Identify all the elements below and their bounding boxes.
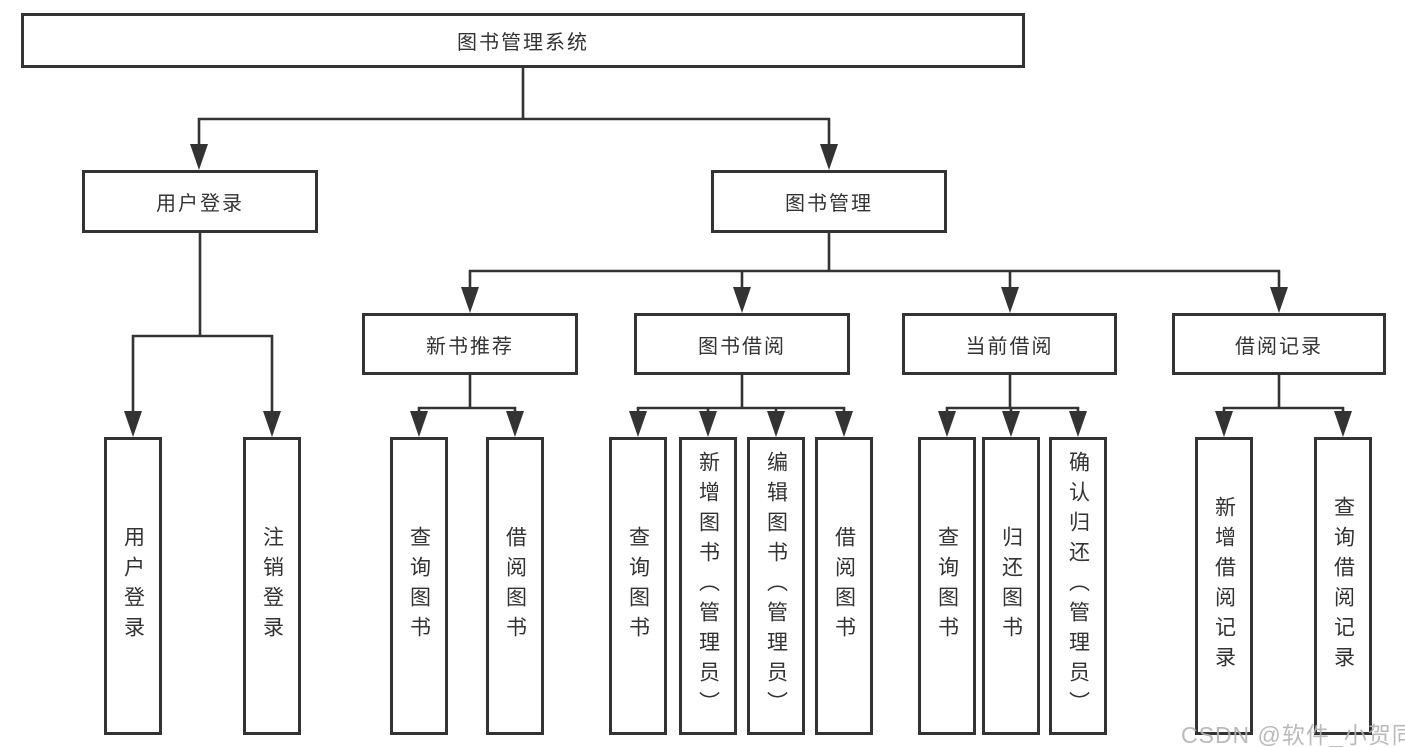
leaf-add-borrow-record-label: 新增借阅记录: [1212, 496, 1236, 676]
arrow-icon: [410, 411, 428, 437]
arrow-icon: [506, 411, 524, 437]
leaf-logout-label: 注销登录: [260, 526, 284, 646]
leaf-confirm-return-admin: 确认归还（管理员）: [1049, 437, 1107, 735]
arrowheads: [124, 144, 1352, 437]
arrow-icon: [835, 411, 853, 437]
leaf-edit-books-admin-label: 编辑图书（管理员）: [764, 451, 788, 721]
leaf-confirm-return-admin-label: 确认归还（管理员）: [1066, 451, 1090, 721]
leaf-query-books-borrowing: 查询图书: [609, 437, 667, 735]
leaf-borrow-books-recommend-label: 借阅图书: [503, 526, 527, 646]
arrow-icon: [938, 411, 956, 437]
connector-newbook-to-leaves: [417, 373, 517, 415]
leaf-query-borrow-record-label: 查询借阅记录: [1331, 496, 1355, 676]
node-book-management: 图书管理: [711, 170, 947, 233]
node-new-book-recommendation: 新书推荐: [362, 313, 578, 375]
leaf-user-login-label: 用户登录: [121, 526, 145, 646]
arrow-icon: [461, 287, 479, 313]
arrow-icon: [699, 411, 717, 437]
leaf-logout: 注销登录: [243, 437, 301, 735]
node-new-book-recommendation-label: 新书推荐: [426, 335, 514, 358]
node-root: 图书管理系统: [21, 13, 1025, 68]
arrow-icon: [1334, 411, 1352, 437]
leaf-return-books: 归还图书: [982, 437, 1040, 735]
node-root-label: 图书管理系统: [457, 32, 589, 54]
arrow-icon: [1215, 411, 1233, 437]
node-user-login-label: 用户登录: [156, 193, 244, 215]
leaf-query-books-current: 查询图书: [918, 437, 976, 735]
leaf-add-books-admin-label: 新增图书（管理员）: [696, 451, 720, 721]
leaf-add-books-admin: 新增图书（管理员）: [679, 437, 737, 735]
leaf-borrow-books-recommend: 借阅图书: [486, 437, 544, 735]
arrow-icon: [263, 411, 281, 437]
leaf-query-books-recommend-label: 查询图书: [407, 526, 431, 646]
leaf-borrow-books-borrowing: 借阅图书: [815, 437, 873, 735]
leaf-edit-books-admin: 编辑图书（管理员）: [747, 437, 805, 735]
arrow-icon: [1069, 411, 1087, 437]
node-current-borrowing-label: 当前借阅: [965, 335, 1054, 358]
node-book-management-label: 图书管理: [785, 193, 873, 215]
node-borrowing-records-label: 借阅记录: [1235, 335, 1323, 358]
node-current-borrowing: 当前借阅: [902, 313, 1117, 375]
node-borrowing-records: 借阅记录: [1172, 313, 1386, 375]
node-book-borrowing-label: 图书借阅: [698, 335, 786, 358]
node-book-borrowing: 图书借阅: [634, 313, 850, 375]
leaf-query-books-recommend: 查询图书: [390, 437, 448, 735]
arrow-icon: [767, 411, 785, 437]
leaf-add-borrow-record: 新增借阅记录: [1195, 437, 1253, 735]
connector-current-to-leaves: [945, 373, 1080, 415]
leaf-borrow-books-borrowing-label: 借阅图书: [832, 526, 856, 646]
leaf-user-login: 用户登录: [104, 437, 162, 735]
arrow-icon: [1001, 287, 1019, 313]
arrow-icon: [820, 144, 838, 170]
arrow-icon: [124, 411, 142, 437]
node-user-login: 用户登录: [82, 170, 318, 233]
leaf-query-books-current-label: 查询图书: [935, 526, 959, 646]
csdn-watermark: CSDN @软件_小贺同学: [1181, 722, 1405, 747]
arrow-icon: [1270, 287, 1288, 313]
connector-root-to-level2: [197, 66, 831, 150]
connector-records-to-leaves: [1222, 373, 1345, 415]
arrow-icon: [629, 411, 647, 437]
arrow-icon: [733, 287, 751, 313]
connector-strokes: [131, 66, 1345, 415]
connector-userlogin-to-leaves: [131, 231, 274, 414]
leaf-return-books-label: 归还图书: [999, 526, 1023, 646]
arrow-icon: [190, 144, 208, 170]
arrow-icon: [1002, 411, 1020, 437]
leaf-query-borrow-record: 查询借阅记录: [1314, 437, 1372, 735]
connector-borrowing-to-leaves: [636, 373, 846, 415]
leaf-query-books-borrowing-label: 查询图书: [626, 526, 650, 646]
connector-bookmgmt-to-level3: [468, 231, 1281, 291]
